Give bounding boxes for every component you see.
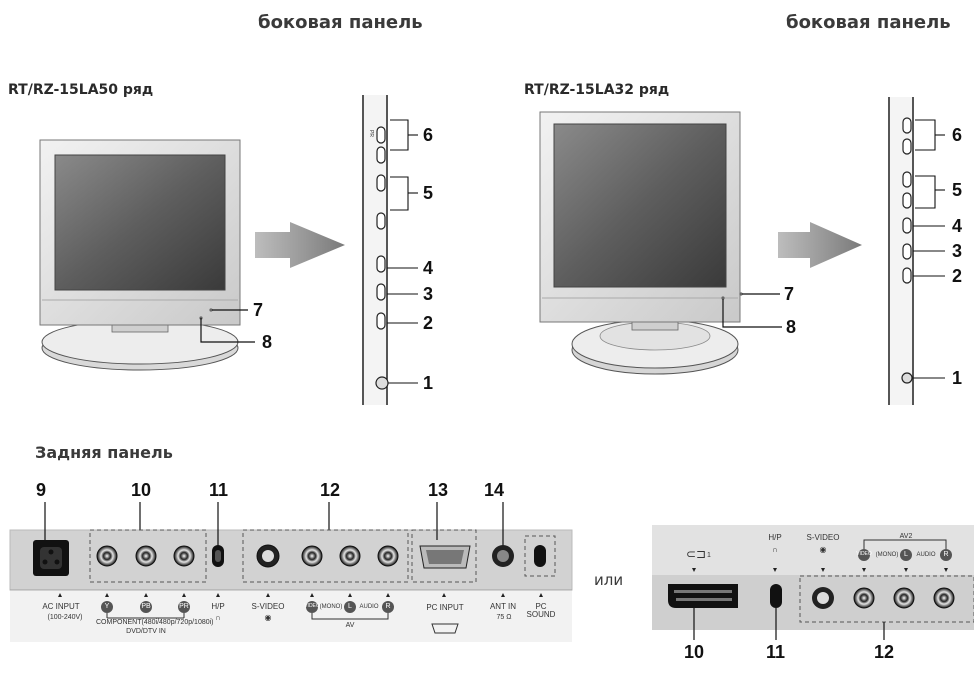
label-ohm: 75 Ω (496, 614, 512, 621)
callout-10: 10 (131, 480, 152, 500)
label-alt-l: L (904, 551, 908, 558)
label-alt-audio: AUDIO (916, 552, 936, 558)
alt-callout-12: 12 (874, 642, 895, 662)
label-alt-hp: H/P (768, 533, 782, 542)
callout-14: 14 (484, 480, 505, 500)
callout-2-left: 2 (423, 313, 434, 333)
label-alt-s-video: S-VIDEO (806, 533, 840, 542)
alt-callout-11: 11 (766, 642, 786, 662)
callout-5-right: 5 (952, 180, 963, 200)
callout-5-left: 5 (423, 183, 434, 203)
label-dvd-dtv: DVD/DTV IN (126, 628, 166, 635)
callout-6-left: 6 (423, 125, 434, 145)
label-mono: (MONO) (319, 604, 343, 610)
or-label: или (594, 571, 624, 589)
label-y: Y (104, 603, 110, 610)
label-hp: H/P (211, 602, 225, 611)
label-alt-scart: 1 (707, 552, 711, 559)
callout-7-right: 7 (784, 284, 795, 304)
label-audio: AUDIO (359, 604, 379, 610)
label-ant-in: ANT IN (489, 602, 517, 611)
headphone-icon: ∩ (215, 613, 221, 622)
label-s-video: S-VIDEO (251, 602, 285, 611)
callout-1-right: 1 (952, 368, 963, 388)
callout-9: 9 (36, 480, 47, 500)
callout-2-right: 2 (952, 266, 963, 286)
label-alt-video: VIDEO (856, 551, 872, 557)
callout-11: 11 (209, 480, 229, 500)
model-heading-left: RT/RZ-15LA50 ряд (8, 82, 154, 98)
callout-8-right: 8 (786, 317, 797, 337)
callout-3-right: 3 (952, 241, 963, 261)
side-panel-heading-right: боковая панель (786, 12, 951, 33)
callout-12: 12 (320, 480, 341, 500)
s-video-icon: ◉ (264, 613, 272, 622)
callout-1-left: 1 (423, 373, 434, 393)
callout-3-left: 3 (423, 284, 434, 304)
label-pc-sound: PC SOUND (526, 602, 556, 620)
callout-7-left: 7 (253, 300, 264, 320)
label-r: R (385, 603, 391, 610)
callout-6-right: 6 (952, 125, 963, 145)
label-pr-left: PR (368, 130, 374, 137)
alt-callout-10: 10 (684, 642, 705, 662)
alt-s-video-icon: ◉ (819, 545, 827, 554)
label-pb: PB (141, 603, 151, 610)
side-panel-heading-left: боковая панель (258, 12, 423, 33)
label-pr: PR (179, 603, 189, 610)
label-ac-voltage: (100-240V) (47, 614, 83, 621)
callout-13: 13 (428, 480, 449, 500)
scart-icon: ⊂⊐ (686, 547, 707, 561)
label-component: COMPONENT(480i/480p/720p/1080i) (96, 619, 214, 626)
label-l: L (348, 603, 352, 610)
label-video: VIDEO (304, 603, 320, 609)
label-av: AV (345, 622, 355, 629)
callout-4-right: 4 (952, 216, 963, 236)
callout-8-left: 8 (262, 332, 273, 352)
model-heading-right: RT/RZ-15LA32 ряд (524, 82, 670, 98)
label-pc-input: PC INPUT (426, 603, 464, 612)
label-alt-r: R (943, 551, 949, 558)
label-alt-av2: AV2 (899, 533, 913, 540)
label-ac-input: AC INPUT (42, 602, 80, 611)
callout-4-left: 4 (423, 258, 434, 278)
label-alt-mono: (MONO) (875, 552, 899, 558)
alt-headphone-icon: ∩ (772, 545, 778, 554)
rear-panel-heading: Задняя панель (35, 443, 173, 462)
